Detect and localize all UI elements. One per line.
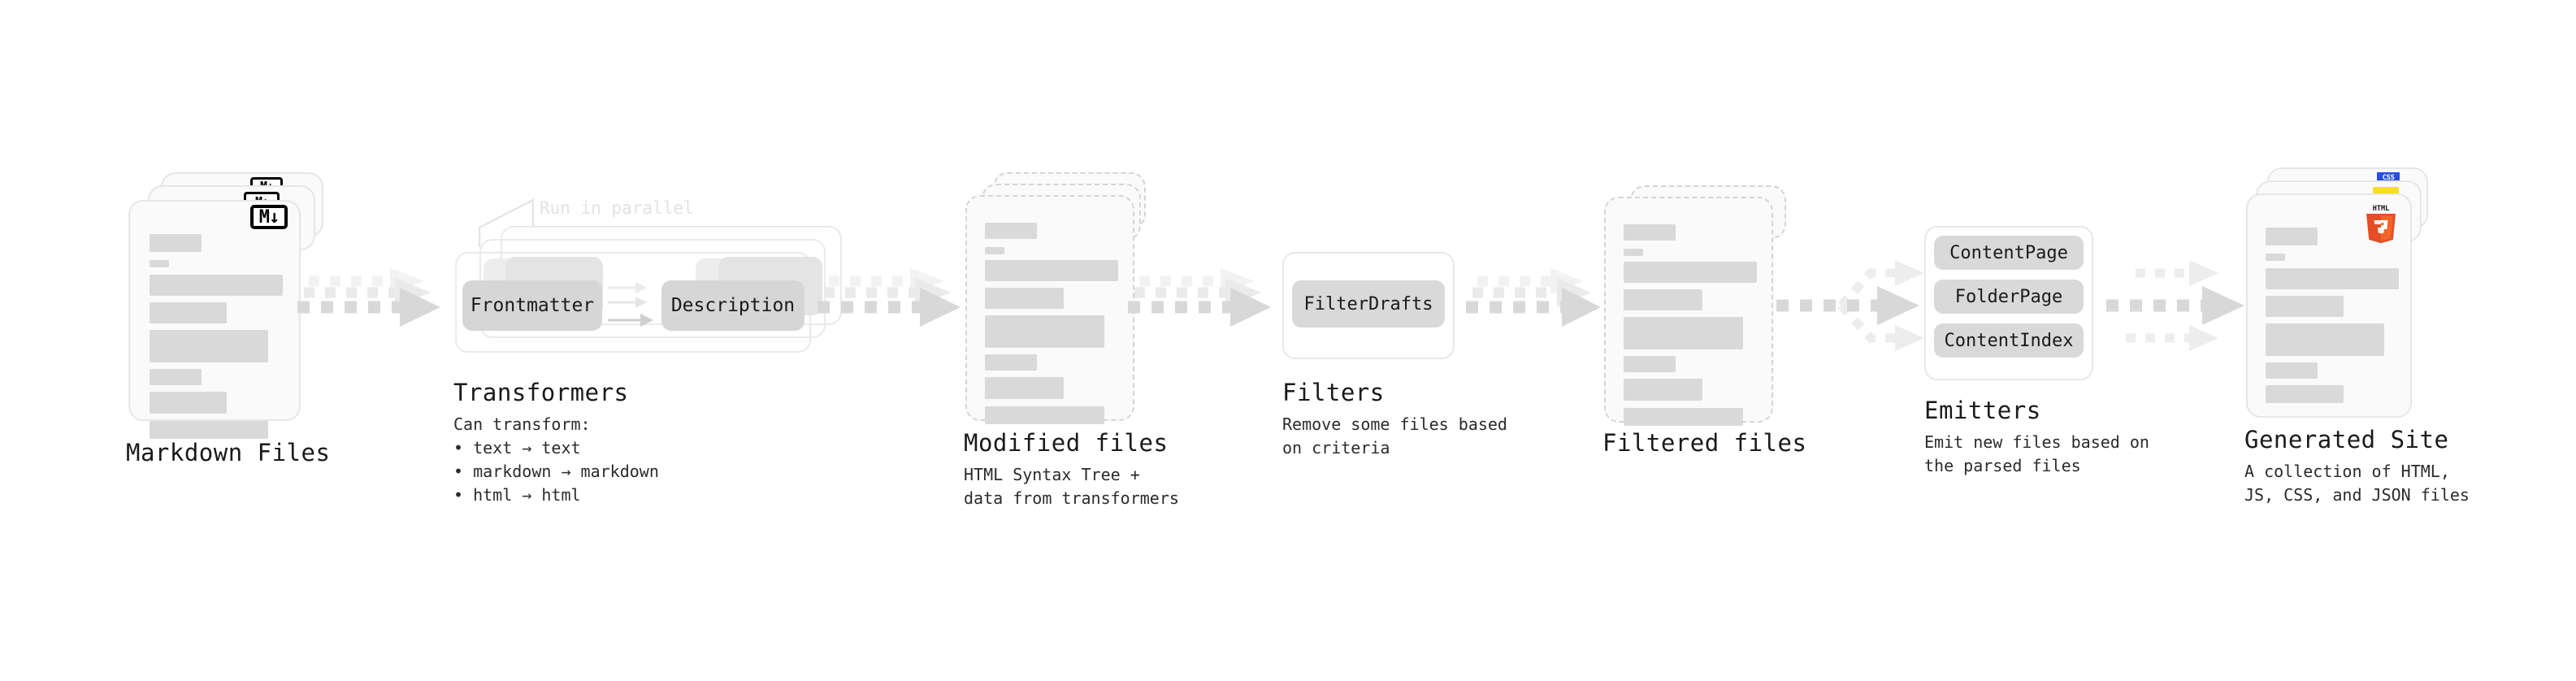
css3-icon: CSS <box>2377 172 2400 182</box>
modified-files-title: Modified files <box>964 429 1169 457</box>
skeleton-bar <box>985 377 1064 399</box>
skeleton-bar <box>2266 362 2318 379</box>
frontmatter-chip[interactable]: Frontmatter <box>462 280 602 331</box>
skeleton-bar <box>150 234 202 252</box>
run-in-parallel-bracket <box>478 198 535 247</box>
generated-site-title: Generated Site <box>2244 426 2449 453</box>
arrow-markdown-to-transformers <box>297 268 455 358</box>
filters-subtitle: Remove some files based on criteria <box>1282 414 1507 458</box>
svg-text:HTML: HTML <box>2373 205 2389 213</box>
skeleton-bar <box>2266 254 2285 261</box>
skeleton-bar <box>985 354 1037 371</box>
skeleton-bar <box>1624 289 1702 310</box>
markdown-files-title: Markdown Files <box>126 439 331 466</box>
arrow-filtered-to-emitters-fanout <box>1776 244 1934 366</box>
generated-site-subtitle: A collection of HTML, JS, CSS, and JSON … <box>2244 462 2470 505</box>
skeleton-bar <box>985 223 1037 239</box>
emitters-subtitle: Emit new files based on the parsed files <box>1924 432 2149 475</box>
skeleton-bar <box>985 315 1104 348</box>
skeleton-bar <box>2266 228 2318 245</box>
filterdrafts-pill[interactable]: FilterDrafts <box>1292 280 1445 327</box>
arrow-modified-to-filters <box>1128 268 1286 358</box>
skeleton-bar <box>985 260 1118 281</box>
skeleton-bar <box>1624 224 1676 241</box>
modified-card-front <box>965 195 1134 424</box>
markdown-icon: M↓ <box>250 205 288 229</box>
skeleton-bar <box>150 330 268 362</box>
arrow-filters-to-filtered <box>1466 268 1624 358</box>
skeleton-bar <box>1624 408 1743 426</box>
filters-title: Filters <box>1282 379 1385 406</box>
description-chip[interactable]: Description <box>661 280 804 331</box>
transformers-subtitle: Can transform: • text → text • markdown … <box>453 414 659 505</box>
skeleton-bar <box>150 392 227 414</box>
skeleton-bar <box>985 288 1064 309</box>
skeleton-bar <box>150 260 169 267</box>
run-in-parallel-label: Run in parallel <box>540 198 694 218</box>
skeleton-bar <box>2266 296 2344 317</box>
arrow-transformers-to-modified <box>817 268 975 358</box>
skeleton-bar <box>985 247 1004 254</box>
skeleton-bar <box>1624 262 1757 283</box>
filtered-files-title: Filtered files <box>1602 429 1807 457</box>
markdown-card-front <box>128 200 301 439</box>
html5-icon: HTML <box>2366 205 2396 244</box>
skeleton-bar <box>2266 323 2384 356</box>
skeleton-bar <box>985 406 1104 424</box>
modified-files-subtitle: HTML Syntax Tree + data from transformer… <box>964 465 1179 508</box>
skeleton-bar <box>1624 379 1702 401</box>
skeleton-bar <box>1624 317 1743 349</box>
contentpage-pill[interactable]: ContentPage <box>1934 236 2084 270</box>
skeleton-bar <box>2266 385 2344 403</box>
skeleton-bar <box>2266 268 2399 289</box>
skeleton-bar <box>1624 249 1643 256</box>
skeleton-bar <box>150 421 268 439</box>
skeleton-bar <box>150 275 283 296</box>
contentindex-pill[interactable]: ContentIndex <box>1934 323 2084 358</box>
skeleton-bar <box>1624 356 1676 372</box>
folderpage-pill[interactable]: FolderPage <box>1934 280 2084 314</box>
skeleton-bar <box>150 369 202 385</box>
emitters-title: Emitters <box>1924 397 2041 424</box>
skeleton-bar <box>150 302 227 323</box>
filtered-card-front <box>1604 197 1773 426</box>
transformer-inner-arrows <box>608 282 653 327</box>
arrow-emitters-to-site-fanin <box>2106 244 2264 366</box>
transformers-title: Transformers <box>453 379 629 406</box>
